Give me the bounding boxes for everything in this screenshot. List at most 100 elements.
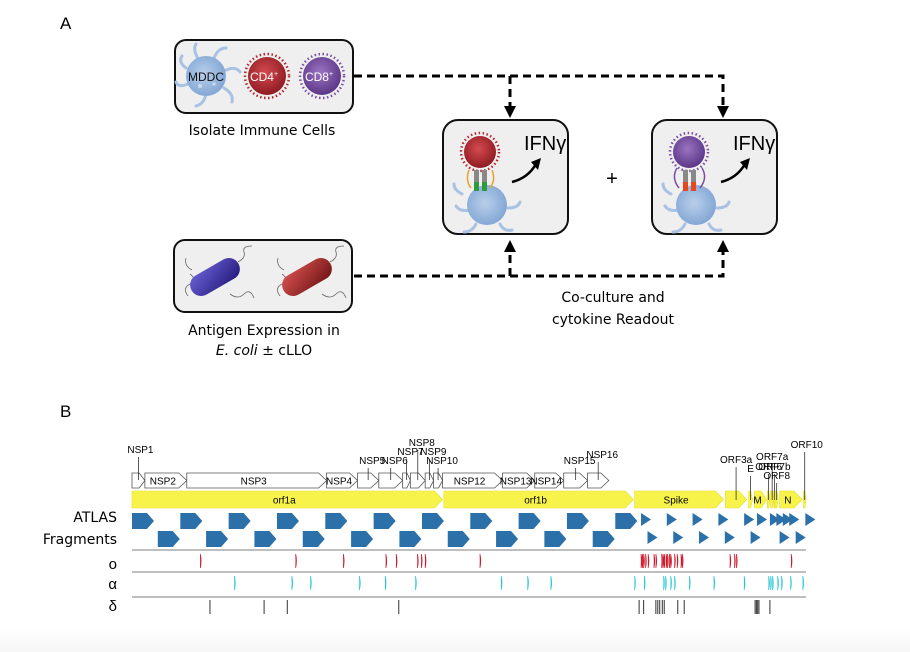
antigen-expression-box: [173, 239, 353, 313]
immune-cells-box: MDDC CD4+ CD8+: [174, 39, 354, 114]
atlas-fragment: [399, 531, 422, 547]
antigen-expression-caption-line1: Antigen Expression in: [188, 323, 340, 339]
cd8-cell-icon: [298, 52, 346, 100]
atlas-fragment: [776, 513, 787, 526]
alpha-mark: [770, 575, 772, 591]
receptor-complex-icon: [673, 167, 706, 191]
alpha-mark: [643, 575, 646, 591]
orf-callout-label: ORF6: [755, 462, 782, 473]
omicron-mark: [681, 553, 684, 569]
omicron-mark: [424, 553, 427, 569]
omicron-mark: [670, 553, 672, 569]
nsp-callout-label: NSP1: [127, 445, 154, 456]
orf-callout-label: ORF3a: [720, 455, 753, 466]
atlas-fragment: [518, 513, 541, 529]
coculture-cd4-box: [442, 119, 569, 235]
ecoli-red-icon: [277, 245, 347, 299]
omicron-mark: [417, 553, 419, 569]
omicron-mark: [640, 553, 643, 569]
alpha-mark: [743, 575, 746, 591]
coculture-caption-line1: Co-culture and: [561, 290, 664, 306]
alpha-mark: [781, 575, 783, 591]
plus-sign: +: [606, 168, 618, 190]
nsp-gene-nsp12: [442, 472, 504, 489]
tcell-cd4-icon: [459, 131, 501, 173]
atlas-fragment: [673, 531, 684, 544]
cd8-label: CD8+: [305, 70, 333, 84]
atlas-fragment: [470, 513, 493, 529]
omicron-mark: [641, 553, 644, 569]
omicron-mark: [653, 553, 656, 569]
atlas-fragment: [447, 531, 470, 547]
atlas-fragment: [744, 513, 755, 526]
isolate-immune-cells-caption: Isolate Immune Cells: [189, 123, 336, 139]
orf-callout-label: ORF7a: [756, 452, 789, 463]
nsp-gene-nsp6: [378, 472, 404, 489]
nsp-label: NSP3: [241, 477, 268, 488]
alpha-mark: [777, 575, 779, 591]
nsp-callout-label: NSP7: [397, 447, 424, 458]
omicron-mark: [736, 553, 738, 569]
bottom-edge: [0, 628, 910, 652]
atlas-fragment: [180, 513, 203, 529]
omicron-mark: [343, 553, 345, 569]
omicron-mark: [479, 553, 482, 569]
nsp-callout-label: NSP9: [420, 447, 447, 458]
atlas-fragment: [795, 531, 806, 544]
omicron-mark: [680, 553, 683, 569]
nsp-label: NSP4: [326, 477, 353, 488]
alpha-mark: [310, 575, 312, 591]
nsp-callout-label: NSP8: [409, 438, 436, 449]
orf-label: orf1a: [273, 496, 296, 507]
omicron-mark: [790, 553, 793, 569]
orf-m: [754, 490, 768, 509]
nsp-label: NSP2: [150, 477, 177, 488]
alpha-mark: [663, 575, 665, 591]
atlas-fragment: [757, 513, 768, 526]
orf-callout-label: ORF8: [763, 471, 790, 482]
omicron-mark: [647, 553, 650, 569]
atlas-fragment: [718, 513, 729, 526]
omicron-mark: [420, 553, 423, 569]
alpha-mark: [634, 575, 636, 591]
omicron-mark: [669, 553, 671, 569]
alpha-mark: [713, 575, 716, 591]
alpha-mark: [291, 575, 293, 591]
alpha-mark: [768, 575, 770, 591]
omicron-mark: [645, 553, 647, 569]
atlas-fragment: [769, 513, 780, 526]
omicron-mark: [665, 553, 668, 569]
omicron-mark: [729, 553, 732, 569]
atlas-fragment: [615, 513, 638, 529]
orf-label: Spike: [664, 496, 689, 507]
omicron-mark: [395, 553, 398, 569]
atlas-fragment: [351, 531, 374, 547]
nsp-callout-label: NSP6: [382, 456, 409, 467]
atlas-fragment: [276, 513, 299, 529]
nsp-gene-nsp5: [357, 472, 380, 489]
atlas-fragment: [206, 531, 229, 547]
alpha-mark: [802, 575, 804, 591]
omicron-mark: [662, 553, 665, 569]
atlas-fragment: [724, 531, 735, 544]
nsp-label: NSP12: [454, 477, 486, 488]
orf-spike: [634, 490, 724, 509]
atlas-fragment: [692, 513, 703, 526]
atlas-fragment: [592, 531, 615, 547]
orf-label: orf1b: [524, 496, 547, 507]
omicron-mark: [667, 553, 669, 569]
mddc-cell-icon: [174, 42, 242, 108]
nsp-callout-label: NSP10: [426, 456, 458, 467]
receptor-complex-icon: [466, 169, 495, 191]
nsp-gene-nsp16: [587, 472, 610, 489]
alpha-mark: [670, 575, 672, 591]
omicron-mark: [643, 553, 645, 569]
atlas-fragment: [805, 513, 816, 526]
atlas-fragment: [373, 513, 396, 529]
alpha-mark: [665, 575, 667, 591]
atlas-fragment: [132, 513, 154, 529]
atlas-fragment: [666, 513, 677, 526]
omicron-mark: [734, 553, 736, 569]
orf-n: [779, 490, 803, 509]
